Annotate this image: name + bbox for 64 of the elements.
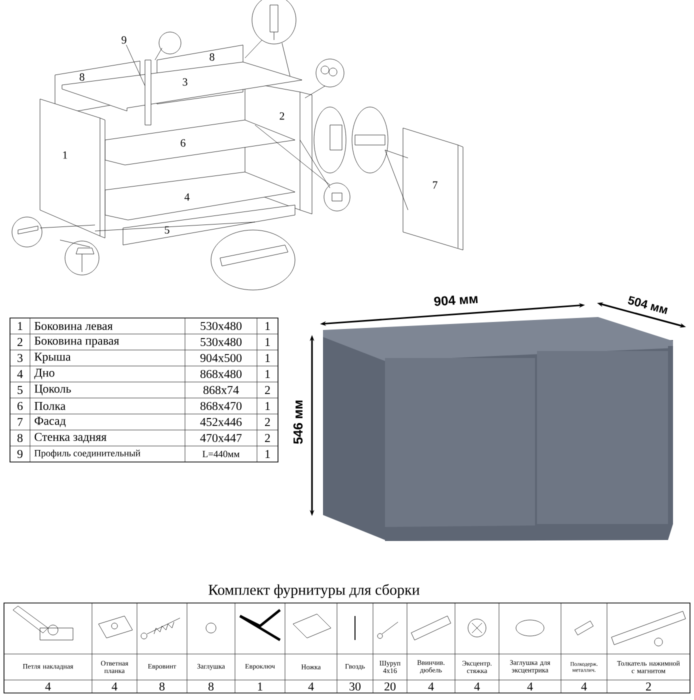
callout-number: 8 (80, 73, 84, 81)
callout-number: 6 (180, 139, 186, 147)
part-name: Профиль соединительный (34, 450, 140, 458)
fitting-quantity: 30 (350, 682, 361, 691)
part-name: Боковина правая (34, 336, 120, 348)
table-heading: Комплект фурнитуры для сборки (208, 584, 420, 598)
profile-bar (144, 60, 152, 126)
part-size: 868x470 (200, 402, 242, 410)
callout-number: 2 (280, 112, 284, 120)
part-size: 868x480 (200, 370, 242, 378)
part-size: 530x480 (200, 338, 242, 346)
fitting-quantity: 4 (527, 682, 533, 690)
part-size: 868x74 (203, 386, 239, 394)
part-name: Стенка задняя (34, 432, 106, 444)
part-quantity: 1 (266, 370, 270, 378)
part-size: 452x446 (200, 418, 242, 426)
callout-number: 4 (184, 193, 190, 201)
part-quantity: 2 (265, 418, 270, 426)
fitting-quantity: 8 (208, 682, 214, 691)
part-quantity: 2 (265, 386, 270, 394)
fitting-quantity: 2 (646, 682, 651, 690)
part-size: L=440мм (202, 450, 240, 458)
dimension-label: 504 мм (628, 296, 668, 314)
part-name: Дно (34, 368, 54, 380)
row-number: 2 (18, 338, 22, 346)
row-number: 1 (18, 322, 22, 330)
callout-number: 5 (164, 226, 170, 234)
part-quantity: 1 (266, 322, 270, 330)
fitting-quantity: 4 (474, 682, 480, 690)
row-number: 7 (18, 418, 23, 426)
fitting-quantity: 1 (258, 682, 262, 690)
callout-number: 8 (210, 53, 214, 61)
part-quantity: 1 (266, 450, 270, 458)
part-size: 530x480 (200, 322, 242, 330)
fitting-quantity: 4 (45, 682, 51, 690)
part-name: Цоколь (34, 384, 71, 396)
callout-number: 7 (432, 181, 438, 189)
part-size: 904x500 (200, 354, 242, 362)
part-name: Полка (34, 402, 66, 410)
fitting-quantity: 4 (428, 682, 434, 690)
part-quantity: 2 (265, 434, 270, 442)
callout-number: 3 (182, 78, 188, 86)
dimension-label: 546 мм (293, 400, 303, 444)
row-number: 4 (17, 370, 23, 378)
fitting-quantity: 8 (159, 682, 165, 691)
fitting-quantity: 4 (112, 682, 118, 690)
part-quantity: 1 (266, 338, 270, 346)
part-name: Фасад (34, 416, 66, 428)
fitting-quantity: 4 (581, 682, 587, 690)
part-quantity: 1 (266, 354, 270, 362)
part-name: Боковина левая (34, 322, 113, 330)
row-number: 6 (18, 402, 23, 410)
part-name: Крыша (34, 352, 71, 364)
callout-number: 1 (63, 151, 68, 159)
part-size: 470x447 (200, 434, 242, 442)
row-number: 3 (18, 354, 23, 362)
fitting-quantity: 20 (384, 682, 396, 691)
part-quantity: 1 (266, 402, 270, 410)
callout-number: 9 (122, 36, 126, 44)
row-number: 9 (17, 450, 22, 458)
row-number: 5 (18, 386, 23, 394)
row-number: 8 (17, 434, 23, 442)
dimension-label: 904 мм (434, 296, 478, 306)
fitting-quantity: 4 (308, 682, 314, 690)
